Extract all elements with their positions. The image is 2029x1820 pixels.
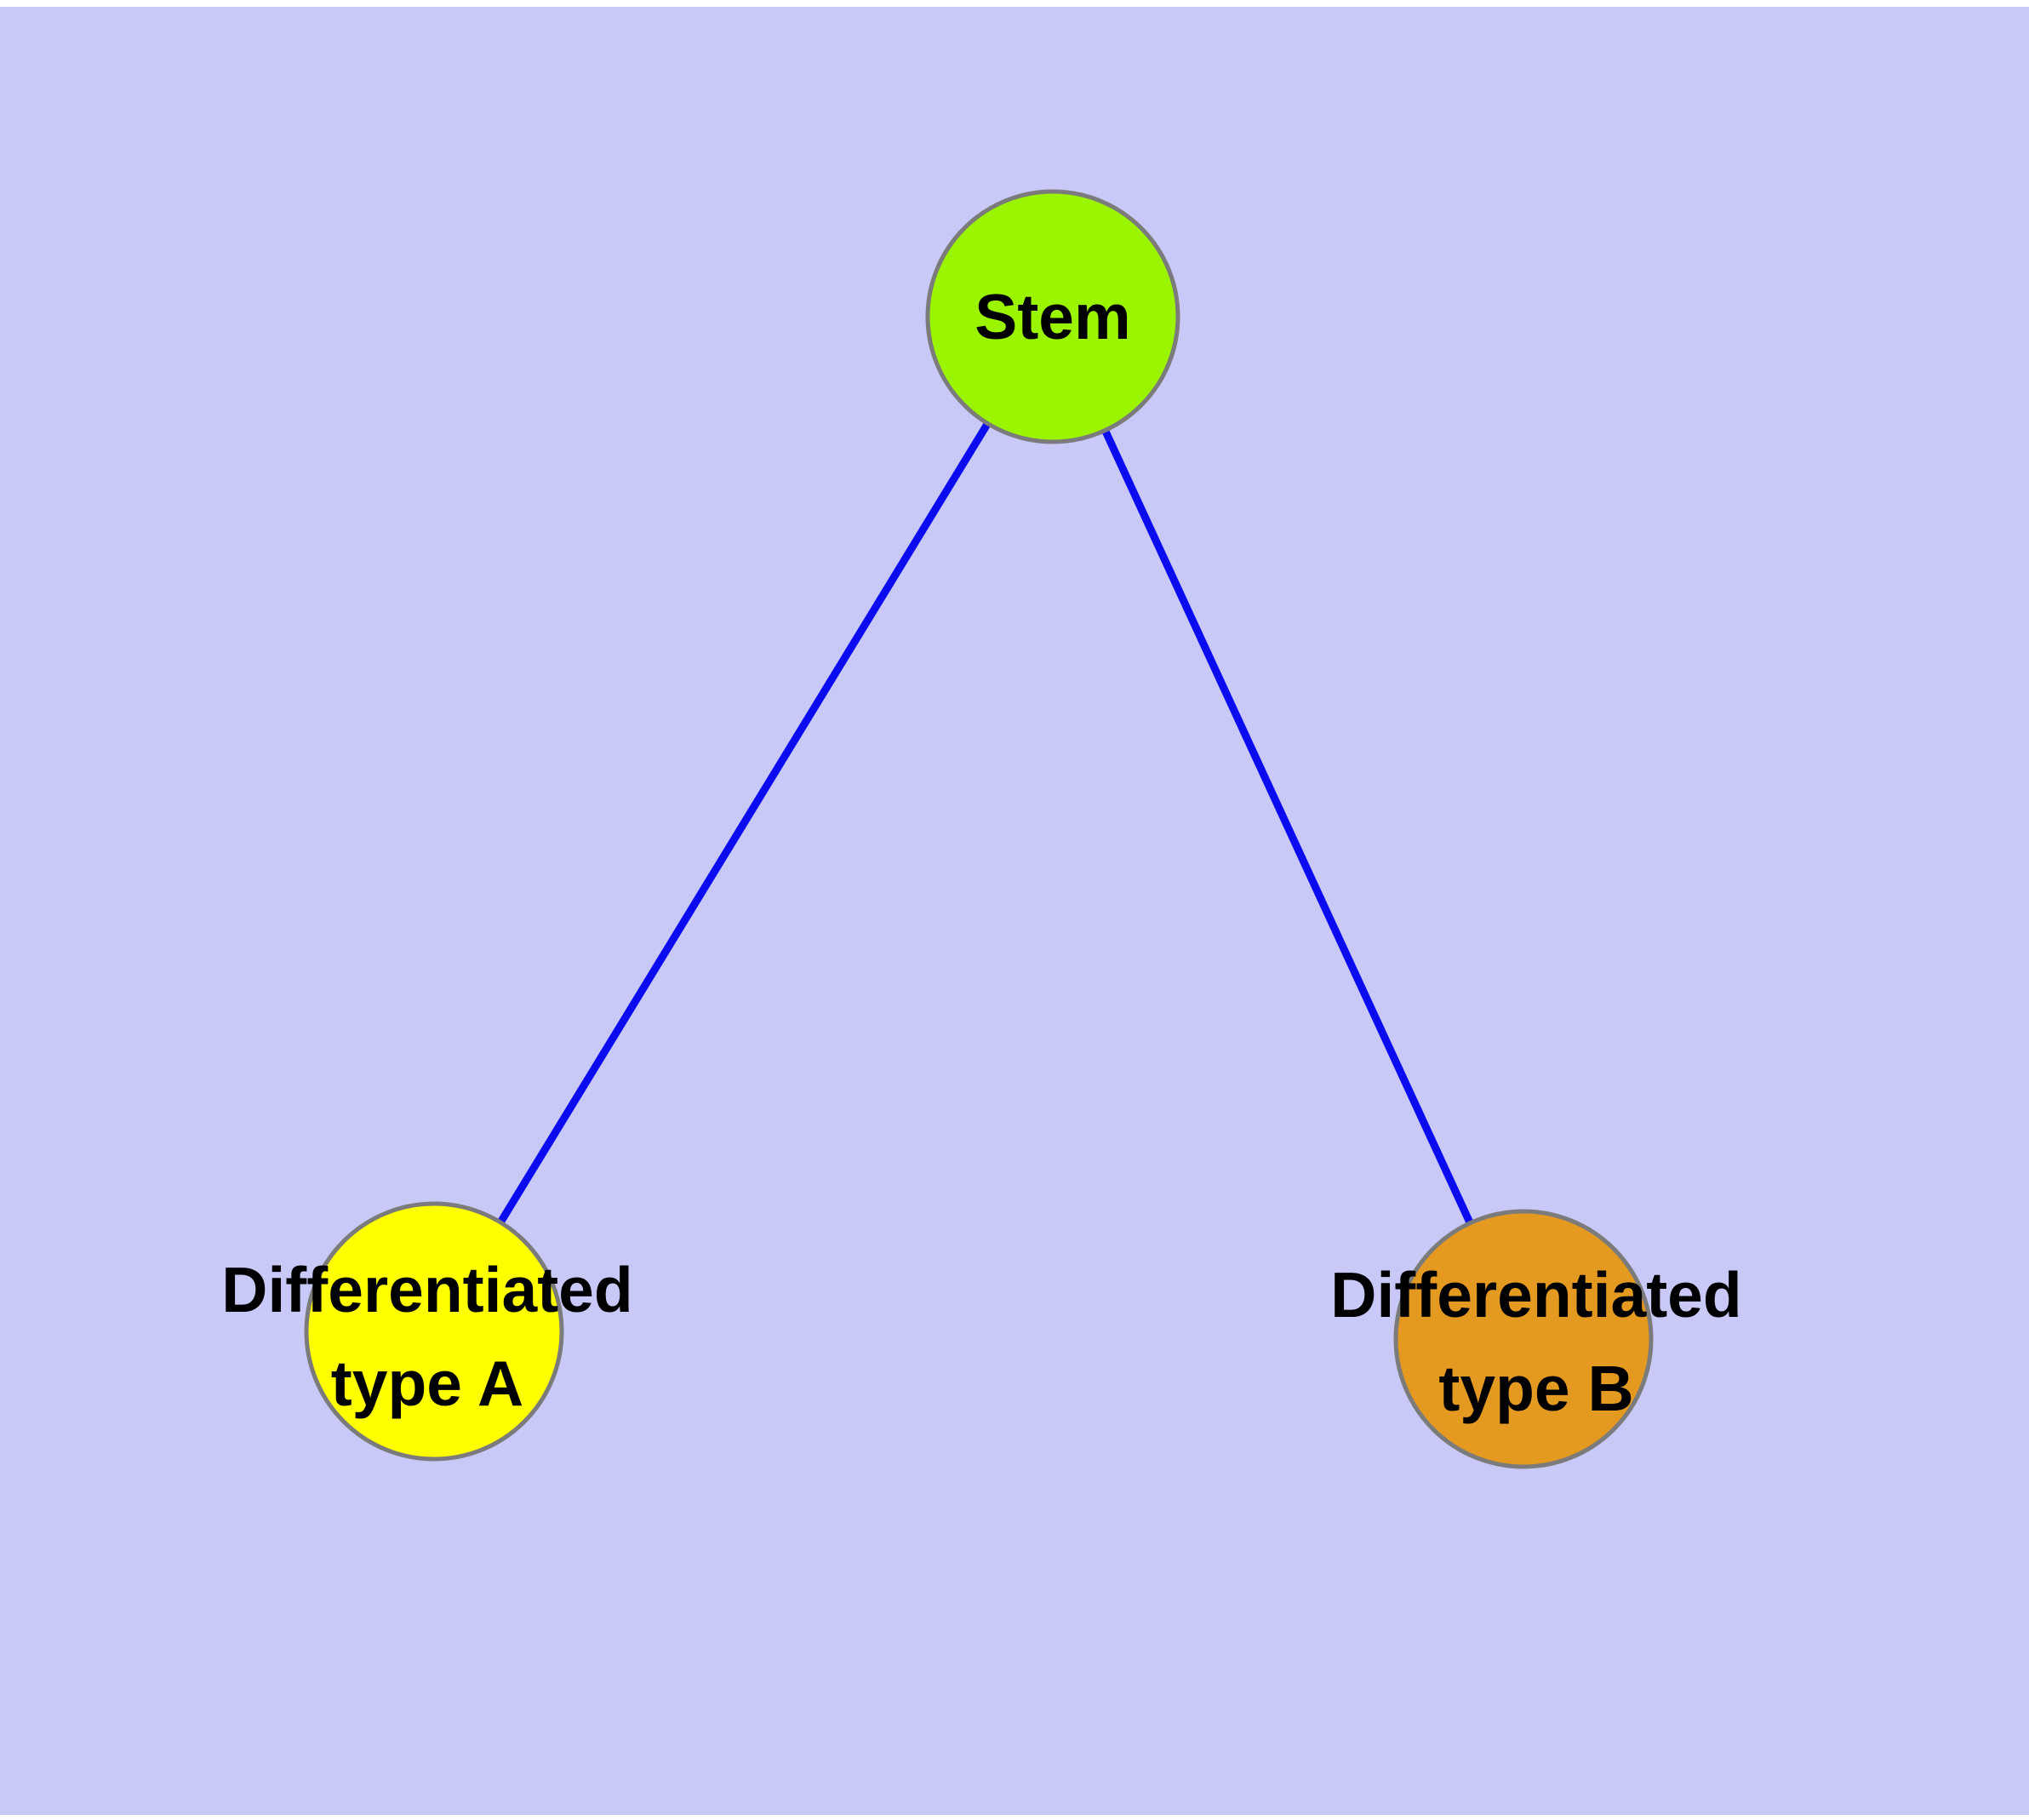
node-type-a [304, 1201, 564, 1462]
edge-stem-to-type-b [1049, 315, 1528, 1341]
node-stem [925, 189, 1180, 444]
node-type-b [1393, 1209, 1654, 1469]
edge-stem-to-type-a [431, 314, 1056, 1334]
